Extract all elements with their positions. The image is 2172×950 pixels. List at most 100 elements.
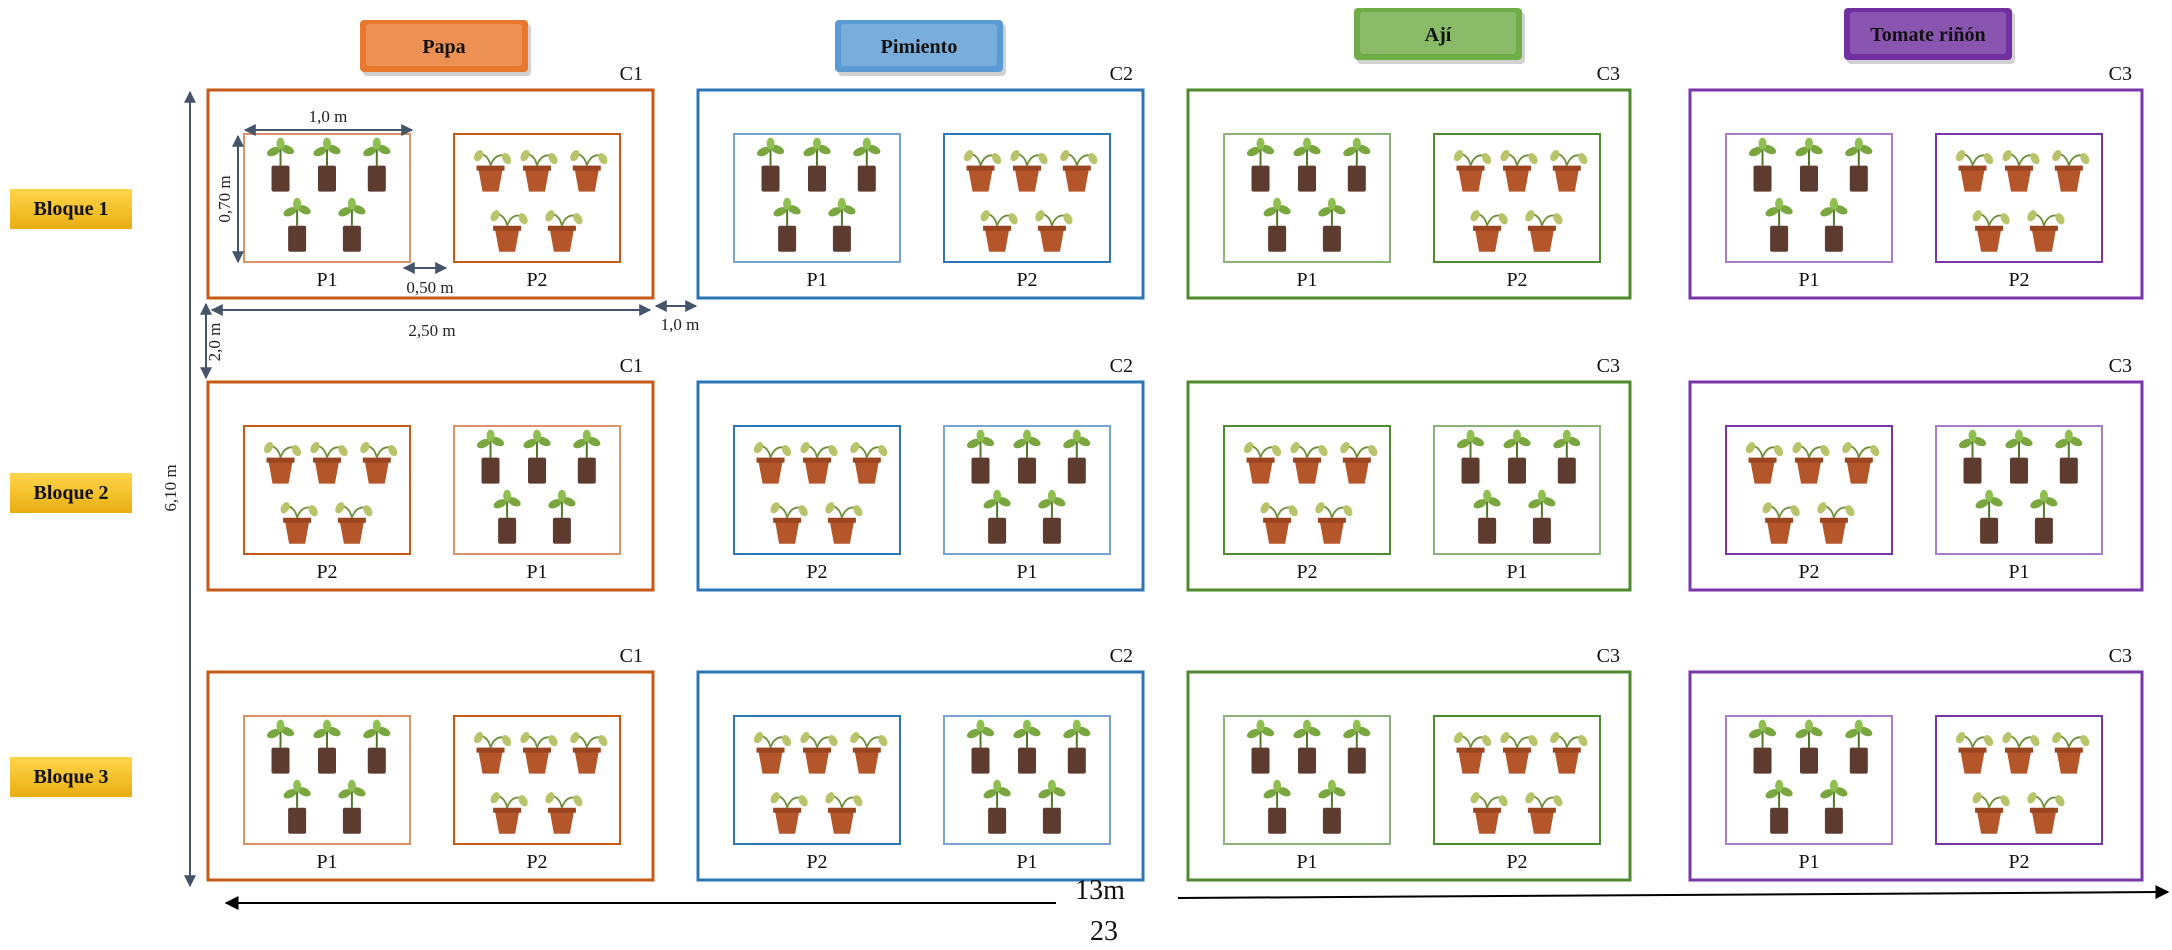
- leaf: [1077, 726, 1091, 737]
- cluster-id: C3: [2109, 63, 2132, 85]
- cluster-id: C1: [620, 355, 643, 377]
- leaf: [1038, 499, 1052, 509]
- pot: [1298, 747, 1316, 774]
- leaf: [798, 505, 808, 517]
- leaf: [817, 144, 831, 155]
- leaf: [360, 442, 370, 454]
- potted-seedling-icon: [1263, 197, 1291, 252]
- leaf: [1550, 150, 1560, 162]
- leaf: [1513, 429, 1521, 442]
- leaf: [1958, 438, 1973, 449]
- leaf: [308, 505, 318, 517]
- leaf: [1805, 719, 1813, 732]
- plot-label: P2: [1016, 269, 1037, 291]
- leaf: [503, 489, 512, 502]
- pot-rim: [1503, 165, 1531, 171]
- leaf: [1968, 429, 1977, 442]
- wilted-plant-pot-icon: [310, 442, 348, 484]
- wilted-plant-pot-icon: [1525, 210, 1563, 252]
- pot: [2056, 169, 2081, 192]
- total-height-label: 6,10 m: [161, 464, 180, 511]
- pot: [854, 461, 879, 484]
- leaf: [533, 429, 541, 442]
- leaf: [1315, 502, 1325, 514]
- cluster-border: [1186, 88, 1632, 300]
- leaf: [2044, 497, 2058, 507]
- leaf: [1307, 726, 1321, 737]
- leaf: [338, 207, 352, 217]
- wilted-plant-pot-icon: [1550, 732, 1588, 774]
- leaf: [1500, 150, 1510, 162]
- leaf: [850, 442, 860, 454]
- pot: [478, 751, 503, 774]
- leaf: [1498, 213, 1508, 225]
- potted-seedling-icon: [476, 429, 505, 484]
- leaf: [582, 429, 591, 442]
- leaf: [1072, 719, 1081, 732]
- leaf: [276, 719, 285, 732]
- leaf: [1470, 436, 1485, 447]
- potted-seedling-icon: [1343, 137, 1371, 192]
- leaf: [781, 445, 792, 457]
- leaf: [293, 779, 302, 792]
- block-label-1: Bloque 1: [10, 189, 132, 229]
- leaf: [1352, 137, 1361, 150]
- leaf: [598, 153, 608, 165]
- leaf: [570, 732, 580, 744]
- leaf: [1008, 213, 1018, 225]
- pot-rim: [1293, 457, 1321, 463]
- leaf: [867, 144, 881, 155]
- potted-seedling-icon: [2005, 429, 2033, 484]
- leaf: [1357, 726, 1371, 737]
- leaf: [1834, 205, 1848, 215]
- leaf: [753, 732, 764, 744]
- leaf: [310, 442, 320, 454]
- leaf: [338, 789, 352, 799]
- potted-seedling-icon: [966, 719, 995, 774]
- cluster-gap-label: 1,0 m: [661, 315, 700, 334]
- pot: [1251, 165, 1270, 192]
- wilted-plant-pot-icon: [1972, 210, 2010, 252]
- leaf: [598, 735, 608, 747]
- pot-rim: [1958, 165, 1987, 171]
- leaf: [291, 445, 302, 457]
- pot: [1475, 811, 1500, 834]
- pot-rim: [1975, 225, 2004, 231]
- leaf: [878, 445, 888, 457]
- leaf: [266, 728, 281, 739]
- leaf: [1318, 207, 1332, 217]
- potted-seedling-icon: [1063, 719, 1091, 774]
- leaf: [323, 137, 331, 150]
- leaf: [2002, 732, 2012, 744]
- leaf: [1260, 502, 1270, 514]
- cluster-border: [206, 88, 655, 300]
- plot-p1: [1223, 715, 1391, 845]
- leaf: [347, 197, 356, 210]
- leaf: [263, 442, 274, 454]
- pot: [2007, 169, 2031, 192]
- potted-seedling-icon: [523, 429, 551, 484]
- wilted-plant-pot-icon: [850, 442, 888, 484]
- plot-label: P1: [2008, 561, 2029, 583]
- leaf: [280, 726, 295, 737]
- pot-rim: [1527, 225, 1556, 231]
- leaf: [562, 497, 576, 507]
- leaf: [476, 438, 491, 449]
- leaf: [966, 728, 981, 739]
- block-label-text: Bloque 1: [33, 198, 108, 220]
- pot: [2059, 457, 2078, 484]
- leaf: [825, 792, 835, 804]
- leaf: [1352, 719, 1361, 732]
- leaf: [372, 719, 381, 732]
- leaf: [1820, 207, 1834, 217]
- leaf: [1343, 146, 1357, 157]
- pot: [1042, 807, 1061, 834]
- cluster-border: [1186, 670, 1632, 882]
- plot-label: P2: [806, 561, 827, 583]
- wilted-plant-pot-icon: [473, 150, 512, 192]
- pot: [1458, 169, 1483, 192]
- leaf: [313, 146, 327, 157]
